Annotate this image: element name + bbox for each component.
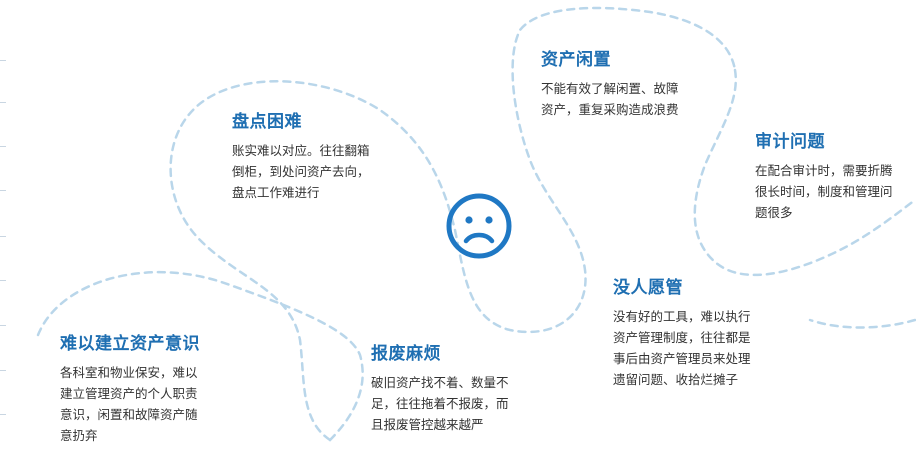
block-text: 在配合审计时，需要折腾 很长时间，制度和管理问 题很多 [755,163,893,220]
edge-tick [0,370,6,371]
dashed-curve-middle [453,6,737,334]
block-idle-assets: 资产闲置 不能有效了解闲置、故障 资产，重复采购造成浪费 [541,45,716,120]
block-title: 报废麻烦 [371,344,441,364]
edge-tick [0,325,6,326]
block-text: 不能有效了解闲置、故障 资产，重复采购造成浪费 [541,81,679,117]
block-title: 审计问题 [755,132,825,152]
block-asset-awareness: 难以建立资产意识 各科室和物业保安，难以 建立管理资产的个人职责 意识，闲置和故… [60,329,235,446]
block-text: 账实难以对应。往往翻箱 倒柜，到处问资产去向， 盘点工作难进行 [232,143,370,200]
dashed-curve-right [693,68,916,277]
edge-tick [0,146,6,147]
edge-tick [0,280,6,281]
block-title: 难以建立资产意识 [60,334,200,354]
block-audit-issues: 审计问题 在配合审计时，需要折腾 很长时间，制度和管理问 题很多 [755,127,915,223]
dashed-curve-top-left [169,80,457,442]
edge-tick [0,190,6,191]
block-inventory-difficulty: 盘点困难 账实难以对应。往往翻箱 倒柜，到处问资产去向， 盘点工作难进行 [232,107,402,203]
edge-tick [0,102,6,103]
dashed-curve-right-lower [808,318,916,329]
block-no-one-manages: 没人愿管 没有好的工具，难以执行 资产管理制度，往往都是 事后由资产管理员来处理… [613,273,788,390]
sad-face-icon [446,193,512,259]
block-text: 破旧资产找不着、数量不 足，往往拖着不报废，而 且报废管控越来越严 [371,375,509,432]
edge-tick [0,414,6,415]
block-text: 各科室和物业保安，难以 建立管理资产的个人职责 意识，闲置和故障资产随 意扔弃 [60,365,198,443]
dashed-curve-left [36,270,364,442]
edge-tick [0,60,6,61]
block-disposal-hassle: 报废麻烦 破旧资产找不着、数量不 足，往往拖着不报废，而 且报废管控越来越严 [371,339,546,435]
edge-tick [0,236,6,237]
block-title: 资产闲置 [541,50,611,70]
block-title: 没人愿管 [613,278,683,298]
block-text: 没有好的工具，难以执行 资产管理制度，往往都是 事后由资产管理员来处理 遗留问题… [613,309,751,387]
block-title: 盘点困难 [232,112,302,132]
